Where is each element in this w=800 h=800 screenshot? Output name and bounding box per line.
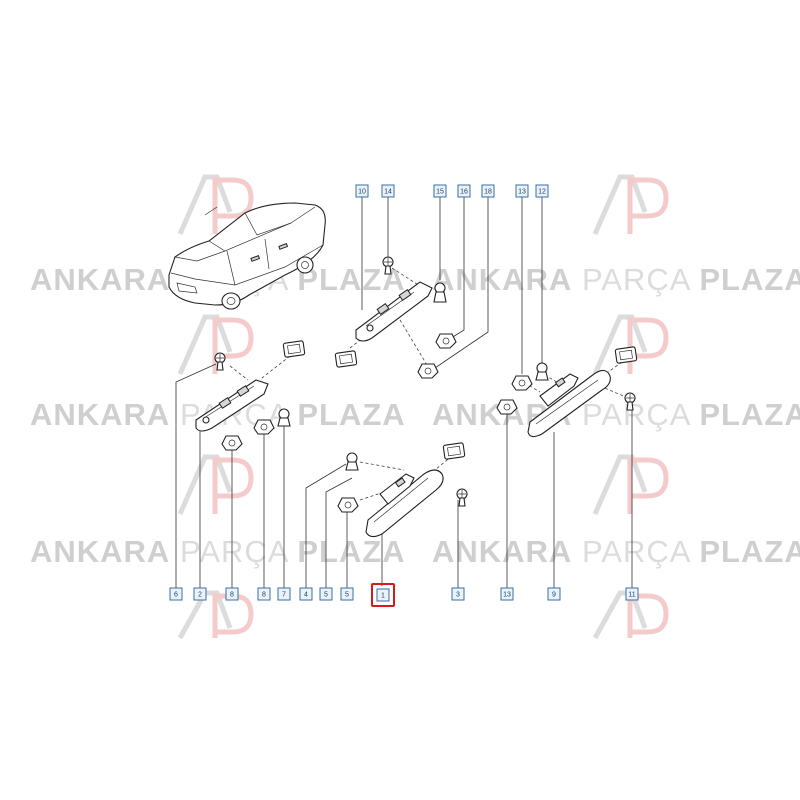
callout-badge[interactable]: 16 (457, 184, 471, 198)
part-screw-14 (382, 256, 394, 275)
watermark-logo-icon (592, 454, 669, 516)
callout-badge[interactable]: 9 (547, 587, 561, 601)
watermark-logo-icon (177, 590, 254, 640)
svg-text:12: 12 (538, 189, 546, 196)
part-clip-7 (277, 408, 291, 427)
callout-badge[interactable]: 13 (500, 587, 514, 601)
part-handle-frame-top (355, 281, 433, 342)
svg-text:6: 6 (174, 592, 178, 599)
callout-badge[interactable]: 7 (277, 587, 291, 601)
part-clip-4 (345, 452, 359, 471)
part-handle-1 (365, 469, 444, 538)
part-nut-18 (417, 363, 439, 379)
svg-text:8: 8 (230, 592, 234, 599)
watermark-logos (177, 174, 669, 640)
part-nut-5 (337, 497, 359, 513)
part-handle-9 (527, 369, 611, 438)
part-gasket-right (614, 346, 638, 364)
car-illustration (168, 202, 326, 310)
watermark-line: ANKARA PARÇA PLAZA (432, 397, 800, 432)
callout-badge[interactable]: 12 (535, 184, 549, 198)
callout-badge[interactable]: 13 (515, 184, 529, 198)
watermark-logo-icon (592, 174, 669, 236)
svg-text:16: 16 (460, 189, 468, 196)
callout-badge[interactable]: 14 (381, 184, 395, 198)
svg-text:8: 8 (262, 592, 266, 599)
svg-text:14: 14 (384, 189, 392, 196)
part-nut-8 (221, 435, 243, 451)
svg-text:5: 5 (345, 592, 349, 599)
callout-badge[interactable]: 8 (225, 587, 239, 601)
svg-text:13: 13 (518, 189, 526, 196)
callouts-bottom: 6 2 8 8 7 4 5 5 1 3 13 9 11 (169, 583, 639, 607)
svg-text:3: 3 (456, 592, 460, 599)
watermark-logo-icon (177, 174, 254, 236)
watermark-line: ANKARA PARÇA PLAZA (432, 262, 800, 297)
watermark-logo-icon (177, 454, 254, 516)
watermark-logo-icon (592, 314, 669, 376)
svg-text:18: 18 (484, 189, 492, 196)
part-nut-13a (511, 375, 533, 391)
svg-text:9: 9 (552, 592, 556, 599)
watermark-logo-icon (177, 314, 254, 376)
part-screw-11 (624, 392, 636, 411)
callout-badge[interactable]: 10 (355, 184, 369, 198)
part-clip-12 (535, 362, 549, 381)
svg-text:10: 10 (358, 189, 366, 196)
part-screw-6 (214, 352, 226, 371)
callout-badge-highlighted[interactable]: 1 (371, 583, 395, 607)
svg-text:2: 2 (198, 592, 202, 599)
watermark-line: ANKARA PARÇA PLAZA (432, 534, 800, 569)
part-clip-15 (433, 282, 447, 303)
callout-badge[interactable]: 11 (625, 587, 639, 601)
svg-text:11: 11 (628, 592, 635, 599)
svg-text:13: 13 (503, 592, 511, 599)
callout-badge[interactable]: 3 (451, 587, 465, 601)
callout-badge[interactable]: 5 (340, 587, 354, 601)
part-gasket-middle (442, 442, 466, 460)
part-screw-3 (456, 488, 468, 507)
part-handle-frame-left (195, 379, 269, 432)
svg-text:1: 1 (381, 593, 385, 600)
callouts-top: 10 14 15 16 18 13 12 (355, 184, 549, 198)
callout-badge[interactable]: 18 (481, 184, 495, 198)
callout-badge[interactable]: 8 (257, 587, 271, 601)
callout-badge[interactable]: 6 (169, 587, 183, 601)
part-nut-8b (253, 419, 275, 435)
svg-text:5: 5 (324, 592, 328, 599)
part-gasket-top (334, 350, 358, 368)
callout-badge[interactable]: 5 (319, 587, 333, 601)
part-gasket-left (282, 340, 306, 358)
callout-badge[interactable]: 4 (299, 587, 313, 601)
svg-text:15: 15 (436, 189, 444, 196)
watermark-line: ANKARA PARÇA PLAZA (30, 534, 406, 569)
svg-text:7: 7 (282, 592, 286, 599)
part-nut-16 (435, 333, 457, 349)
callout-badge[interactable]: 15 (433, 184, 447, 198)
part-nut-13b (496, 399, 518, 415)
watermark-texts: ANKARA PARÇA PLAZA ANKARA PARÇA PLAZA AN… (30, 262, 800, 569)
callout-badge[interactable]: 2 (193, 587, 207, 601)
svg-text:4: 4 (304, 592, 308, 599)
